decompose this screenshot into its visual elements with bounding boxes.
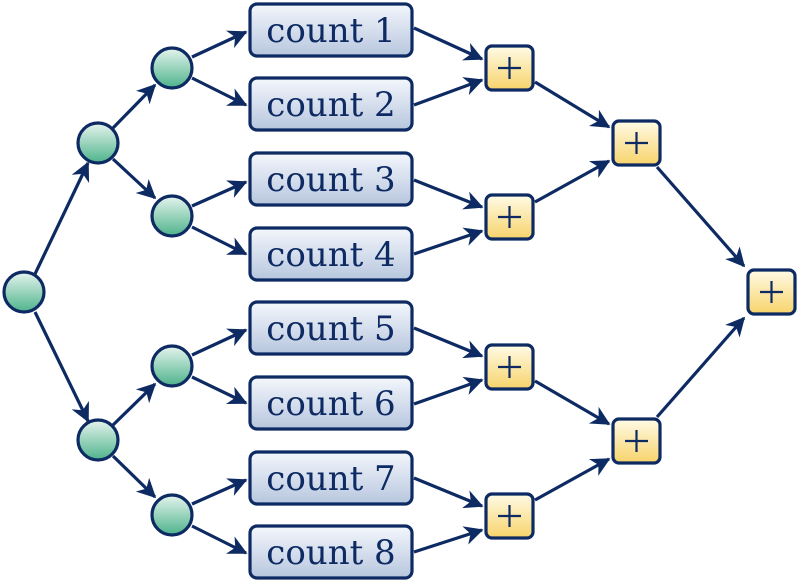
edge-count-8-to-adder xyxy=(413,526,484,554)
split-node-a2 xyxy=(150,194,194,238)
edge-split-a-to-split-a2 xyxy=(111,157,157,200)
edge-count-5-to-adder xyxy=(413,326,484,359)
edge-adder-2-to-adder-12 xyxy=(534,159,611,204)
edge-to-count-6 xyxy=(191,375,248,405)
split-node-root xyxy=(2,270,46,314)
edge-to-count-2 xyxy=(191,76,248,107)
edge-root-to-split-lower xyxy=(33,311,90,423)
adder-node-12 xyxy=(611,119,662,167)
edge-count-2-to-adder xyxy=(413,77,484,107)
split-node-b1 xyxy=(150,344,194,388)
edge-root-to-split-upper xyxy=(33,161,90,275)
adder-nodes-layer xyxy=(484,44,797,540)
split-node-b xyxy=(76,418,120,462)
counter-boxes-layer: count 1 count 2 count 3 count 4 count 5 … xyxy=(248,2,414,580)
edges-layer xyxy=(33,26,746,555)
edge-to-count-4 xyxy=(191,225,248,256)
split-node-a xyxy=(76,121,120,165)
edge-split-b-to-split-b2 xyxy=(111,454,157,499)
edge-count-7-to-adder xyxy=(413,476,484,509)
counter-label-8: count 8 xyxy=(266,533,395,573)
split-node-b2 xyxy=(150,493,194,537)
edge-adder-1-to-adder-12 xyxy=(534,80,611,129)
edge-to-count-7 xyxy=(191,478,248,506)
edge-count-4-to-adder xyxy=(413,227,484,256)
counter-box-6: count 6 xyxy=(248,375,414,431)
edge-to-count-5 xyxy=(191,328,248,357)
adder-node-4 xyxy=(484,492,535,540)
adder-node-final xyxy=(746,268,797,316)
edge-split-a-to-split-a1 xyxy=(111,83,157,130)
edge-adder-34-to-final xyxy=(655,316,746,419)
counter-box-7: count 7 xyxy=(248,450,414,506)
adder-node-34 xyxy=(611,417,662,465)
counter-label-2: count 2 xyxy=(266,85,395,125)
edge-to-count-1 xyxy=(191,30,248,59)
split-nodes-layer xyxy=(2,46,194,537)
counter-label-7: count 7 xyxy=(266,459,395,499)
counter-box-3: count 3 xyxy=(248,151,414,207)
edge-count-6-to-adder xyxy=(413,376,484,406)
adder-node-2 xyxy=(484,193,535,241)
counter-label-3: count 3 xyxy=(266,160,395,200)
edge-count-3-to-adder xyxy=(413,178,484,210)
counter-box-8: count 8 xyxy=(248,524,414,580)
adder-node-3 xyxy=(484,343,535,391)
counter-box-2: count 2 xyxy=(248,76,414,132)
split-node-a1 xyxy=(150,46,194,90)
counter-label-5: count 5 xyxy=(266,309,395,349)
edge-count-1-to-adder xyxy=(413,26,484,61)
edge-split-b-to-split-b1 xyxy=(111,382,157,427)
counter-box-5: count 5 xyxy=(248,300,414,356)
edge-adder-3-to-adder-34 xyxy=(534,379,611,426)
edge-to-count-3 xyxy=(191,180,248,208)
edge-adder-4-to-adder-34 xyxy=(534,457,611,502)
counter-box-4: count 4 xyxy=(248,226,414,282)
edge-adder-12-to-final xyxy=(655,165,746,268)
counter-label-4: count 4 xyxy=(266,235,395,275)
counter-label-6: count 6 xyxy=(266,384,395,424)
counter-label-1: count 1 xyxy=(266,11,395,51)
counter-box-1: count 1 xyxy=(248,2,414,58)
adder-node-1 xyxy=(484,44,535,92)
edge-to-count-8 xyxy=(191,524,248,555)
